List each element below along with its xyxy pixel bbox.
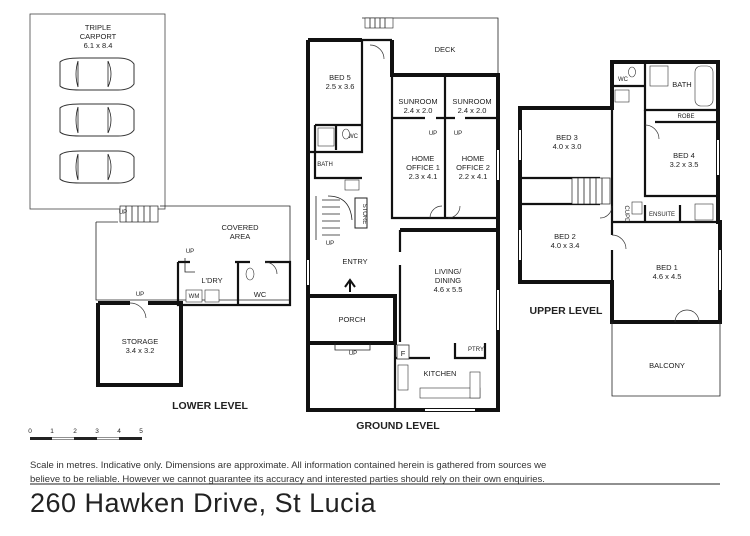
scale-tick: 2: [73, 428, 77, 435]
stairs: [119, 205, 159, 223]
toilet-icon: [245, 267, 255, 281]
office1-label: HOME: [412, 154, 435, 163]
storage-size: 3.4 x 3.2: [126, 346, 155, 355]
office1-size: 2.3 x 4.1: [409, 172, 438, 181]
car-icon: [59, 150, 135, 184]
sunroom2-label: SUNROOM: [452, 97, 491, 106]
scale-tick: 1: [50, 428, 54, 435]
stairs-up-label: UP: [119, 210, 127, 216]
disclaimer-line: Scale in metres. Indicative only. Dimens…: [30, 460, 547, 471]
carport: TRIPLE CARPORT 6.1 x 8.4: [29, 13, 166, 210]
kitchen-label: KITCHEN: [424, 369, 457, 378]
ground-bath-label: BATH: [317, 162, 333, 168]
cupboard-label: CUPD: [623, 205, 629, 223]
toilet-icon: [628, 66, 636, 78]
disclaimer-line: believe to be reliable. However we canno…: [30, 474, 545, 485]
storage-up-label: UP: [136, 292, 144, 298]
office1-label-2: OFFICE 1: [406, 163, 440, 172]
upper-level-title: UPPER LEVEL: [530, 305, 604, 317]
ensuite-label: ENSUITE: [649, 212, 675, 218]
bed4-label: BED 4: [673, 151, 695, 160]
ground-level: DECK BED 5 2.5 x 3.6 BATH WC UP STORE SU…: [306, 17, 500, 432]
scale-tick: 4: [117, 428, 121, 435]
bed5-size: 2.5 x 3.6: [326, 82, 355, 91]
office2-label-2: OFFICE 2: [456, 163, 490, 172]
sunroom1-up-label: UP: [429, 131, 437, 137]
pantry-label: PTRY: [468, 347, 484, 353]
property-address: 260 Hawken Drive, St Lucia: [30, 488, 377, 518]
bed2-label: BED 2: [554, 232, 576, 241]
upper-bath-label: BATH: [672, 80, 691, 89]
bed3-label: BED 3: [556, 133, 578, 142]
living-label: LIVING/: [435, 267, 463, 276]
car-icon: [59, 103, 135, 137]
ground-wc-label: WC: [348, 134, 359, 140]
scale-tick: 3: [95, 428, 99, 435]
entry-arrow-icon: [344, 278, 356, 292]
office2-size: 2.2 x 4.1: [459, 172, 488, 181]
laundry-up-label: UP: [186, 249, 194, 255]
porch-up-label: UP: [349, 351, 357, 357]
scale-bar: 0 1 2 3 4 5: [28, 428, 143, 440]
scale-tick: 5: [139, 428, 143, 435]
fridge-label: F: [401, 349, 406, 358]
sunroom1-label: SUNROOM: [398, 97, 437, 106]
bed5-label: BED 5: [329, 73, 351, 82]
sunroom2-up-label: UP: [454, 131, 462, 137]
carport-label-2: CARPORT: [80, 32, 117, 41]
ground-stairs-up-label: UP: [326, 241, 334, 247]
laundry-label: L'DRY: [201, 276, 222, 285]
washing-machine-label: WM: [189, 294, 200, 300]
toilet-icon: [342, 128, 350, 140]
sunroom1-size: 2.4 x 2.0: [404, 106, 433, 115]
scale-tick: 0: [28, 428, 32, 435]
stairs: [571, 177, 611, 205]
porch-label: PORCH: [338, 315, 365, 324]
balcony-label: BALCONY: [649, 361, 685, 370]
car-icon: [59, 57, 135, 91]
carport-label: TRIPLE: [85, 23, 111, 32]
bed4-size: 3.2 x 3.5: [670, 160, 699, 169]
office2-label: HOME: [462, 154, 485, 163]
store-label: STORE: [361, 204, 367, 225]
upper-level: BED 3 4.0 x 3.0 BED 2 4.0 x 3.4 BATH WC …: [518, 60, 722, 397]
disclaimer: Scale in metres. Indicative only. Dimens…: [30, 459, 720, 487]
carport-size: 6.1 x 8.4: [84, 41, 113, 50]
ground-level-title: GROUND LEVEL: [356, 420, 440, 432]
bed1-label: BED 1: [656, 263, 678, 272]
living-label-2: DINING: [435, 276, 461, 285]
upper-wc-label: WC: [618, 77, 629, 83]
lower-wc-label: WC: [254, 290, 267, 299]
lower-level-title: LOWER LEVEL: [172, 400, 248, 412]
living-size: 4.6 x 5.5: [434, 285, 463, 294]
bed3-size: 4.0 x 3.0: [553, 142, 582, 151]
lower-level: UP COVERED AREA UP L'DRY WM WC UP STORAG…: [95, 205, 292, 412]
entry-label: ENTRY: [342, 257, 367, 266]
sunroom2-size: 2.4 x 2.0: [458, 106, 487, 115]
deck-label: DECK: [435, 45, 456, 54]
robe-label: ROBE: [677, 114, 694, 120]
bed1-size: 4.6 x 4.5: [653, 272, 682, 281]
stairs: [315, 195, 353, 240]
bed2-size: 4.0 x 3.4: [551, 241, 580, 250]
covered-area-label-2: AREA: [230, 232, 250, 241]
storage-label: STORAGE: [122, 337, 159, 346]
covered-area-label: COVERED: [221, 223, 259, 232]
